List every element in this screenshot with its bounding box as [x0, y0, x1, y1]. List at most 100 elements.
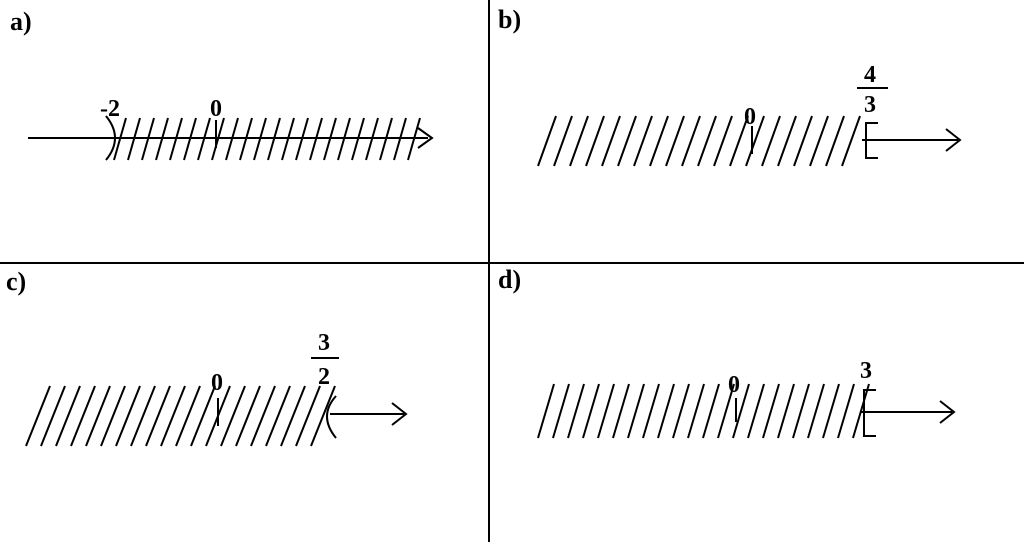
- panel-b-hatch-stroke: [537, 115, 557, 167]
- panel-a-hatch-stroke: [281, 117, 295, 161]
- panel-c-hatch-stroke: [235, 385, 261, 447]
- panel-d-hatch-stroke: [612, 383, 630, 439]
- panel-c-hatch-stroke: [280, 385, 306, 447]
- panel-a-hatch-stroke: [141, 117, 155, 161]
- panel-d-hatch-stroke: [702, 383, 720, 439]
- panel-d-hatch-stroke: [837, 383, 855, 439]
- panel-b-hatching: [537, 115, 861, 167]
- panel-b-hatch-stroke: [697, 115, 717, 167]
- panel-a-hatch-stroke: [113, 117, 127, 161]
- panel-a-hatch-stroke: [127, 117, 141, 161]
- panel-b-fraction-numerator: 4: [864, 62, 876, 88]
- panel-a-hatch-stroke: [197, 117, 211, 161]
- panel-a-hatch-stroke: [379, 117, 393, 161]
- panel-b-closed-bracket: [865, 122, 878, 159]
- panel-a-hatch-stroke: [253, 117, 267, 161]
- panel-b: b) 0 4 3: [498, 5, 962, 167]
- panel-c-fraction-denominator: 2: [318, 364, 330, 390]
- panel-a-hatch-stroke: [309, 117, 323, 161]
- panel-b-hatch-stroke: [633, 115, 653, 167]
- panel-a-open-bracket: [105, 115, 116, 161]
- panel-a-hatch-stroke: [295, 117, 309, 161]
- panel-a-hatch-stroke: [211, 117, 225, 161]
- panel-c-hatch-stroke: [40, 385, 66, 447]
- panel-a-hatch-stroke: [155, 117, 169, 161]
- panel-a-hatch-stroke: [365, 117, 379, 161]
- panel-a-zero-label: 0: [210, 96, 222, 122]
- panel-d-hatch-stroke: [792, 383, 810, 439]
- panel-d-hatch-stroke: [732, 383, 750, 439]
- panel-b-zero-label: 0: [744, 104, 756, 130]
- panel-c-hatch-stroke: [295, 385, 321, 447]
- panel-c-hatch-stroke: [145, 385, 171, 447]
- panel-d-hatch-stroke: [852, 383, 870, 439]
- panel-c-hatch-stroke: [250, 385, 276, 447]
- panel-d-hatch-stroke: [627, 383, 645, 439]
- panel-a-hatching: [113, 117, 421, 161]
- panel-d-hatch-stroke: [567, 383, 585, 439]
- panel-a-hatch-stroke: [337, 117, 351, 161]
- panel-c-label: c): [6, 267, 26, 296]
- panel-d-hatch-stroke: [582, 383, 600, 439]
- panel-b-hatch-stroke: [569, 115, 589, 167]
- panel-d-arrowhead: [939, 400, 956, 424]
- panel-d-hatch-stroke: [537, 383, 555, 439]
- panel-d-hatch-stroke: [822, 383, 840, 439]
- panel-c-zero-label: 0: [211, 370, 223, 396]
- panel-c-open-bracket: [326, 395, 337, 439]
- panel-b-hatch-stroke: [665, 115, 685, 167]
- panel-b-hatch-stroke: [761, 115, 781, 167]
- panel-c-hatch-stroke: [175, 385, 201, 447]
- panel-a-hatch-stroke: [351, 117, 365, 161]
- panel-b-hatch-stroke: [585, 115, 605, 167]
- panel-a-hatch-stroke: [183, 117, 197, 161]
- panel-d-label: d): [498, 265, 521, 294]
- panel-c-hatch-stroke: [190, 385, 216, 447]
- panel-b-hatch-stroke: [713, 115, 733, 167]
- panel-c-hatch-stroke: [220, 385, 246, 447]
- panel-b-hatch-stroke: [793, 115, 813, 167]
- panel-a-hatch-stroke: [323, 117, 337, 161]
- panel-c-hatch-stroke: [115, 385, 141, 447]
- panel-b-label: b): [498, 5, 521, 34]
- panel-a-hatch-stroke: [169, 117, 183, 161]
- panel-d-hatch-stroke: [552, 383, 570, 439]
- panel-c-hatch-stroke: [100, 385, 126, 447]
- panel-d-hatch-stroke: [597, 383, 615, 439]
- panel-c-hatch-stroke: [85, 385, 111, 447]
- panel-c-hatch-stroke: [310, 385, 336, 447]
- panel-b-hatch-stroke: [617, 115, 637, 167]
- panel-b-hatch-stroke: [777, 115, 797, 167]
- panel-b-hatch-stroke: [825, 115, 845, 167]
- panel-a: a) -2 0: [10, 7, 434, 161]
- panel-d-hatching: [537, 383, 870, 439]
- panel-c-hatch-stroke: [265, 385, 291, 447]
- panel-d-endpoint-label: 3: [860, 358, 872, 384]
- panel-b-hatch-stroke: [649, 115, 669, 167]
- panel-a-endpoint-label: -2: [100, 96, 120, 122]
- panel-d: d) 0 3: [498, 265, 956, 439]
- panel-a-label: a): [10, 7, 32, 36]
- panel-d-hatch-stroke: [747, 383, 765, 439]
- panel-b-hatch-stroke: [809, 115, 829, 167]
- panel-d-hatch-stroke: [657, 383, 675, 439]
- panel-c-fraction-numerator: 3: [318, 330, 330, 356]
- panel-d-hatch-stroke: [687, 383, 705, 439]
- panel-c-hatch-stroke: [160, 385, 186, 447]
- panel-a-arrowhead: [417, 127, 434, 149]
- panel-d-hatch-stroke: [642, 383, 660, 439]
- panel-d-closed-bracket: [863, 389, 876, 437]
- panel-d-hatch-stroke: [672, 383, 690, 439]
- panel-b-hatch-stroke: [841, 115, 861, 167]
- panel-a-hatch-stroke: [407, 117, 421, 161]
- panel-d-hatch-stroke: [807, 383, 825, 439]
- panel-b-hatch-stroke: [745, 115, 765, 167]
- panel-a-hatch-stroke: [267, 117, 281, 161]
- panel-a-hatch-stroke: [225, 117, 239, 161]
- panel-c-hatch-stroke: [70, 385, 96, 447]
- panel-d-zero-label: 0: [728, 372, 740, 398]
- panel-d-hatch-stroke: [777, 383, 795, 439]
- panel-c-hatch-stroke: [130, 385, 156, 447]
- panel-b-hatch-stroke: [601, 115, 621, 167]
